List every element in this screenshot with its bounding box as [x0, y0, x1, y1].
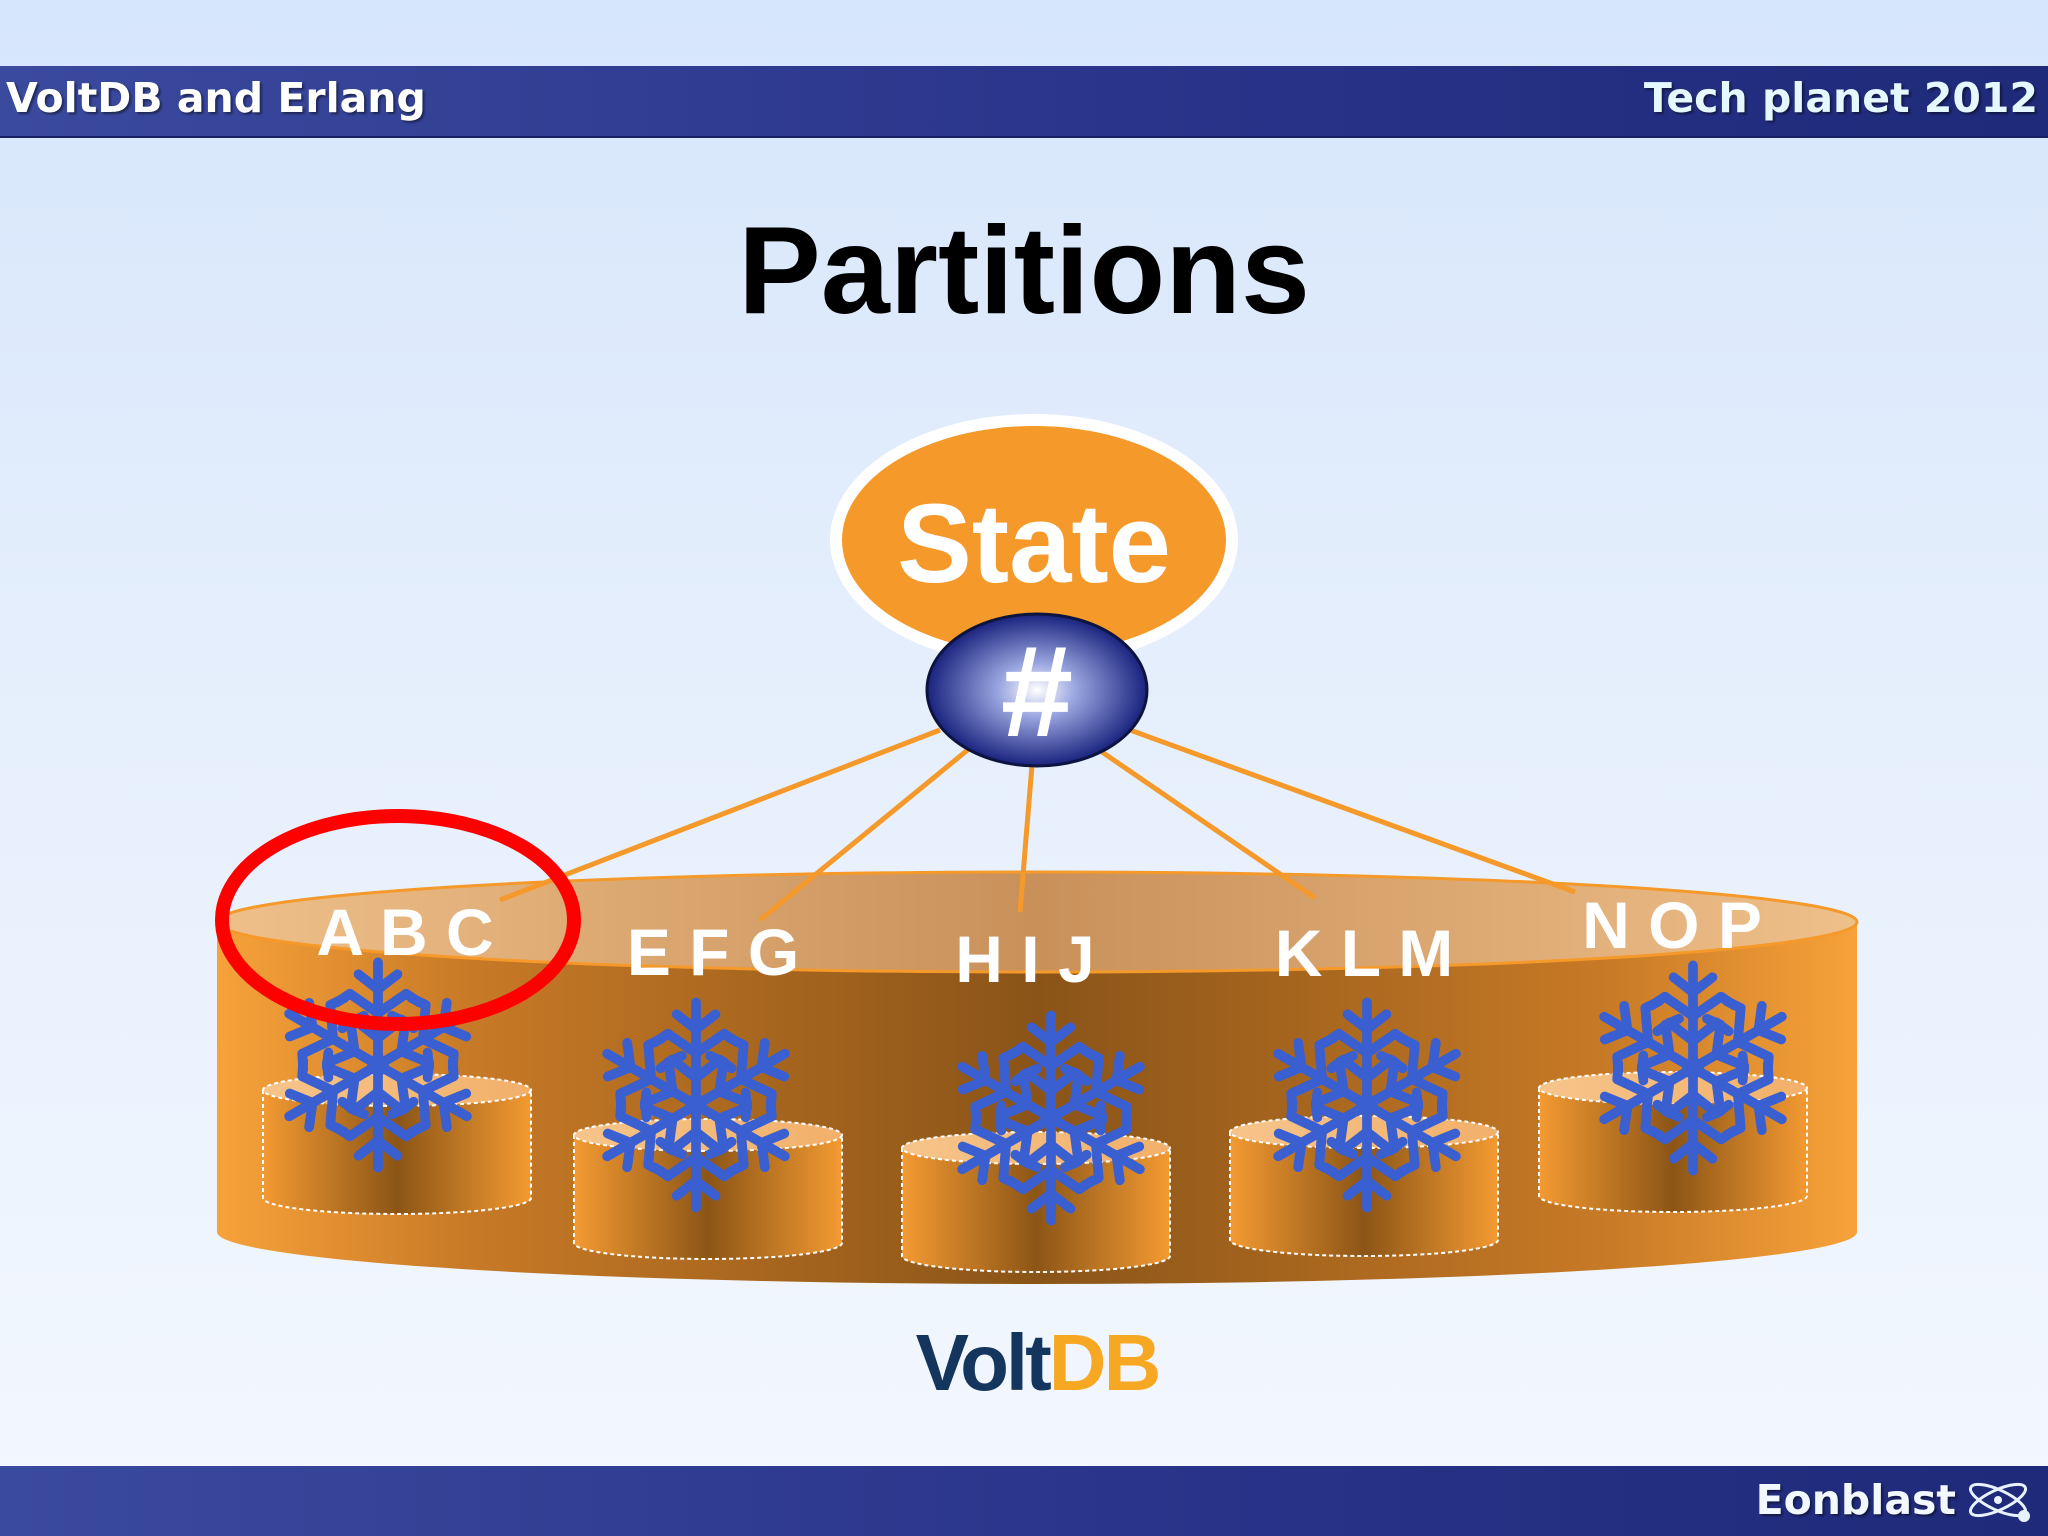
- snowflake-icon: [1599, 960, 1787, 1176]
- hash-connectors: [499, 727, 1576, 922]
- partition-label-nop: N O P: [1582, 888, 1762, 962]
- footer-brand: Eonblast: [1755, 1476, 1956, 1524]
- partition-cylinder-efg: [573, 997, 843, 1260]
- partition-label-klm: K L M: [1275, 916, 1453, 990]
- connector-nop: [1129, 727, 1576, 895]
- partition-cylinder-nop: [1538, 960, 1808, 1213]
- connector-hij: [1017, 764, 1035, 913]
- hash-node: #: [925, 612, 1149, 768]
- partition-cylinder-abc: [262, 957, 532, 1215]
- page-title: Partitions: [738, 202, 1310, 340]
- partition-label-abc: A B C: [316, 895, 493, 969]
- connector-abc: [499, 727, 941, 903]
- hash-label: #: [1001, 618, 1073, 764]
- voltdb-logo: VoltDB: [916, 1318, 1159, 1407]
- snowflake-icon: [602, 997, 790, 1213]
- partition-cylinders: [262, 957, 1808, 1273]
- partition-label-efg: E F G: [627, 915, 799, 989]
- header-left-title: VoltDB and Erlang: [6, 74, 426, 122]
- partition-label-hij: H I J: [955, 922, 1094, 996]
- state-label: State: [897, 481, 1171, 606]
- header-right-title: Tech planet 2012: [1643, 74, 2038, 122]
- footer-bar: Eonblast: [0, 1466, 2048, 1536]
- logo-volt: Volt: [916, 1318, 1052, 1407]
- connector-efg: [758, 746, 972, 922]
- highlight-ring: [215, 809, 581, 1031]
- snowflake-icon: [284, 957, 472, 1173]
- partition-cylinder-klm: [1229, 997, 1499, 1257]
- snowflake-icon: [1273, 997, 1461, 1213]
- snowflake-icon: [957, 1010, 1145, 1226]
- state-node: State: [830, 414, 1238, 666]
- connector-klm: [1100, 749, 1317, 901]
- partition-cylinder-hij: [901, 1010, 1171, 1273]
- logo-db: DB: [1049, 1318, 1159, 1407]
- header-bar: VoltDB and Erlang Tech planet 2012: [0, 66, 2048, 138]
- atom-icon: [1968, 1482, 2030, 1522]
